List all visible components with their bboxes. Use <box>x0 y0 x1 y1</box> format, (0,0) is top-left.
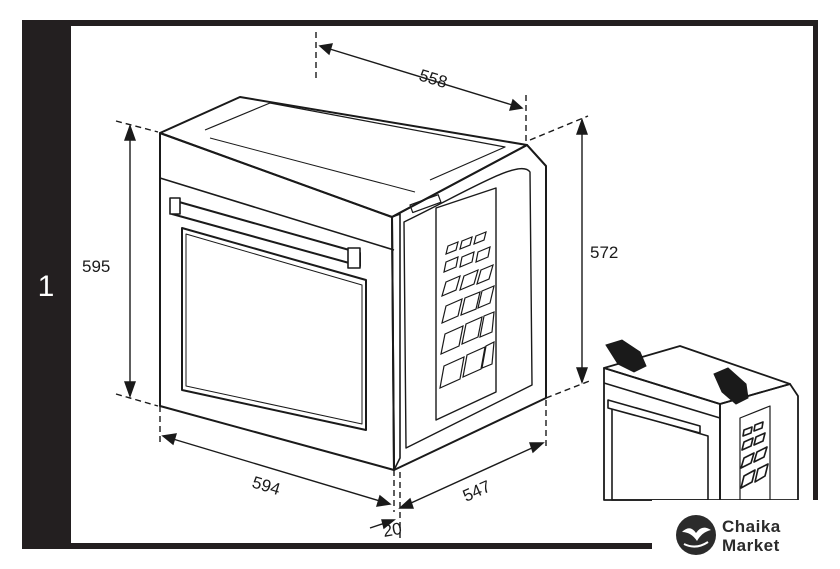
dim-558-arrow-right <box>509 98 524 111</box>
vent-hole <box>441 274 461 298</box>
oven-drawing <box>159 96 547 471</box>
dim-label-558: 558 <box>417 66 450 92</box>
oven-side-face <box>391 144 547 471</box>
hand-right-icon <box>713 367 749 405</box>
vent-hole <box>476 263 494 286</box>
dim-label-594: 594 <box>250 473 283 499</box>
dim-label-547: 547 <box>460 477 494 506</box>
dim-572-arrow-top <box>576 117 588 135</box>
dim-20-arrow <box>381 519 396 530</box>
dim-label-20: 20 <box>381 519 403 541</box>
control-panel-edge <box>159 177 395 251</box>
oven-top-surface <box>159 96 528 218</box>
brand-logo: Chaika Market <box>652 500 840 569</box>
dim-558-line <box>319 45 523 109</box>
inset-handle <box>607 399 701 434</box>
oven-front-face <box>159 132 395 471</box>
vent-hole <box>459 268 479 292</box>
vent-hole <box>439 355 465 390</box>
vent-hole <box>479 311 495 338</box>
side-vent-panel <box>435 187 497 421</box>
top-groove <box>209 137 416 193</box>
dim-572-arrow-bottom <box>576 367 588 385</box>
inset-panel-edge <box>603 382 721 419</box>
dim-595-arrow-top <box>124 123 136 141</box>
side-rail-curve <box>403 167 533 449</box>
step-number: 1 <box>38 270 55 303</box>
inset-vent-hole <box>741 437 754 451</box>
brand-name-line2: Market <box>722 536 780 555</box>
door-window-inner <box>185 233 363 425</box>
vent-pattern <box>439 231 495 390</box>
inset-vent-hole <box>753 432 766 446</box>
panel-border-right <box>813 20 818 500</box>
vent-hole <box>462 345 486 379</box>
dim-547-arrow-left <box>398 497 414 509</box>
dim-595-ext-top <box>115 120 159 133</box>
door-window <box>181 227 367 431</box>
dimension-lines <box>115 32 593 540</box>
handle-cap-right <box>347 247 361 269</box>
vent-hole <box>459 251 475 268</box>
dim-label-572: 572 <box>590 243 618 262</box>
vent-hole <box>477 284 495 310</box>
hand-left-icon <box>605 339 647 373</box>
handle-cap-left <box>169 197 181 215</box>
top-inner-line <box>204 102 506 181</box>
inset-vent-hole <box>740 452 755 469</box>
panel-border-bottom <box>22 543 652 549</box>
step-sidebar <box>22 20 71 549</box>
panel-border-top <box>22 20 818 26</box>
dim-572-ext-top <box>529 115 589 141</box>
inset-vent-hole <box>742 426 753 437</box>
side-vent-slot <box>409 194 442 214</box>
inset-vent-hole <box>754 463 769 483</box>
inset-vent-hole <box>753 421 764 432</box>
vent-hole <box>481 340 495 369</box>
inset-oven-side <box>719 383 799 501</box>
vent-hole <box>459 236 473 250</box>
dim-572-ext-bottom <box>545 379 593 399</box>
vent-hole <box>475 246 491 263</box>
vent-hole <box>460 291 481 316</box>
side-back-edge <box>526 144 547 167</box>
vent-hole <box>473 231 487 245</box>
seagull-logo-bird <box>682 527 711 541</box>
dim-594-arrow-left <box>161 433 177 446</box>
dim-label-595: 595 <box>82 257 110 276</box>
vent-hole <box>440 324 464 356</box>
dim-594-arrow-right <box>376 494 392 507</box>
dim-594-line <box>162 435 391 505</box>
seagull-logo-wave <box>683 541 709 548</box>
vent-hole <box>443 256 459 273</box>
dim-558-arrow-left <box>318 43 333 56</box>
inset-vent-hole <box>753 446 768 463</box>
vent-hole <box>445 241 459 255</box>
dim-595-ext-bottom <box>115 393 159 407</box>
dim-547-line <box>399 442 544 509</box>
inset-vent-hole <box>740 469 756 489</box>
vent-hole <box>461 315 483 346</box>
side-front-lip <box>391 213 401 471</box>
hand-icon <box>605 339 749 405</box>
vent-hole <box>441 297 463 325</box>
dim-547-arrow-right <box>529 442 545 454</box>
brand-name-line1: Chaika <box>722 517 781 536</box>
dim-595-arrow-bottom <box>124 381 136 399</box>
